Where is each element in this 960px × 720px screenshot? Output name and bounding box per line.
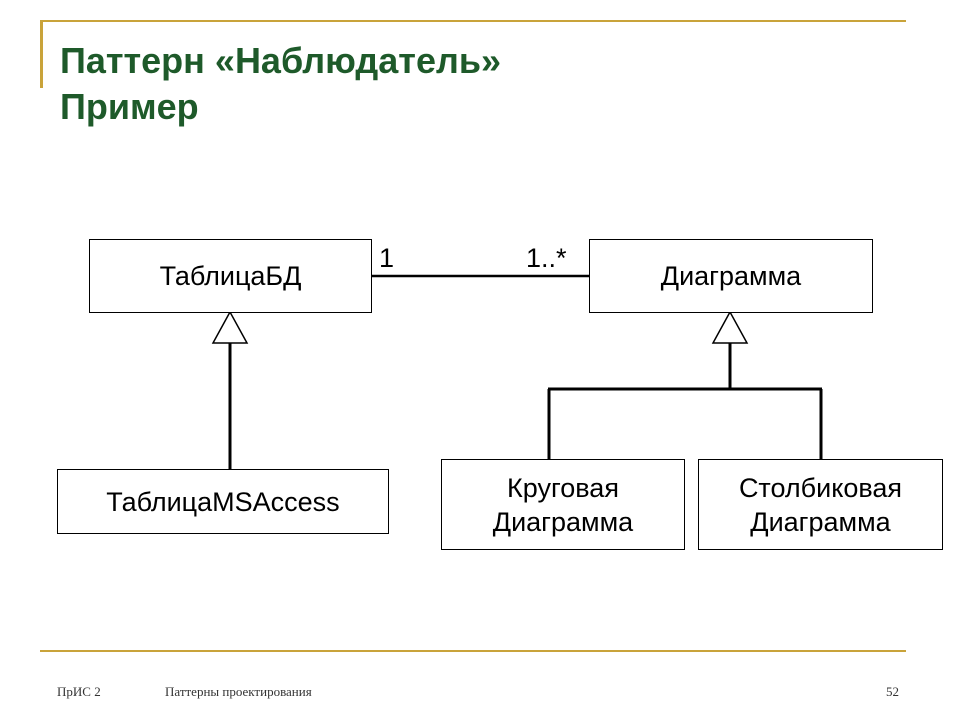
generalization-arrowhead-left — [211, 310, 249, 344]
class-name-pie-line1: Круговая — [507, 472, 619, 503]
slide-title: Паттерн «Наблюдатель» Пример — [60, 38, 501, 130]
generalization-arrowhead-right — [711, 310, 749, 344]
title-accent-horizontal — [40, 20, 906, 22]
slide-title-line2: Пример — [60, 86, 199, 127]
class-name-diagram: Диаграмма — [660, 261, 802, 291]
slide-title-line1: Паттерн «Наблюдатель» — [60, 40, 501, 81]
title-accent-vertical — [40, 20, 43, 88]
footer-topic: Паттерны проектирования — [165, 684, 312, 699]
class-box-diagram: Диаграмма — [589, 239, 873, 313]
class-box-pie-diagram: Круговая Диаграмма — [441, 459, 685, 550]
class-name-bar-line2: Диаграмма — [750, 506, 891, 537]
page-number: 52 — [886, 684, 899, 699]
class-name-pie-line2: Диаграмма — [492, 506, 634, 537]
footer-divider — [40, 650, 906, 652]
footer-course: ПрИС 2 — [57, 684, 101, 699]
class-box-table-db: ТаблицаБД — [89, 239, 372, 313]
class-name-table-db: ТаблицаБД — [159, 261, 302, 291]
class-box-bar-diagram: Столбиковая Диаграмма — [698, 459, 943, 550]
multiplicity-left: 1 — [379, 243, 395, 273]
multiplicity-right: 1..* — [526, 243, 567, 273]
class-name-table-ms-access: ТаблицаMSAccess — [106, 486, 340, 517]
class-name-bar-line1: Столбиковая — [738, 472, 903, 503]
class-box-table-ms-access: ТаблицаMSAccess — [57, 469, 389, 534]
